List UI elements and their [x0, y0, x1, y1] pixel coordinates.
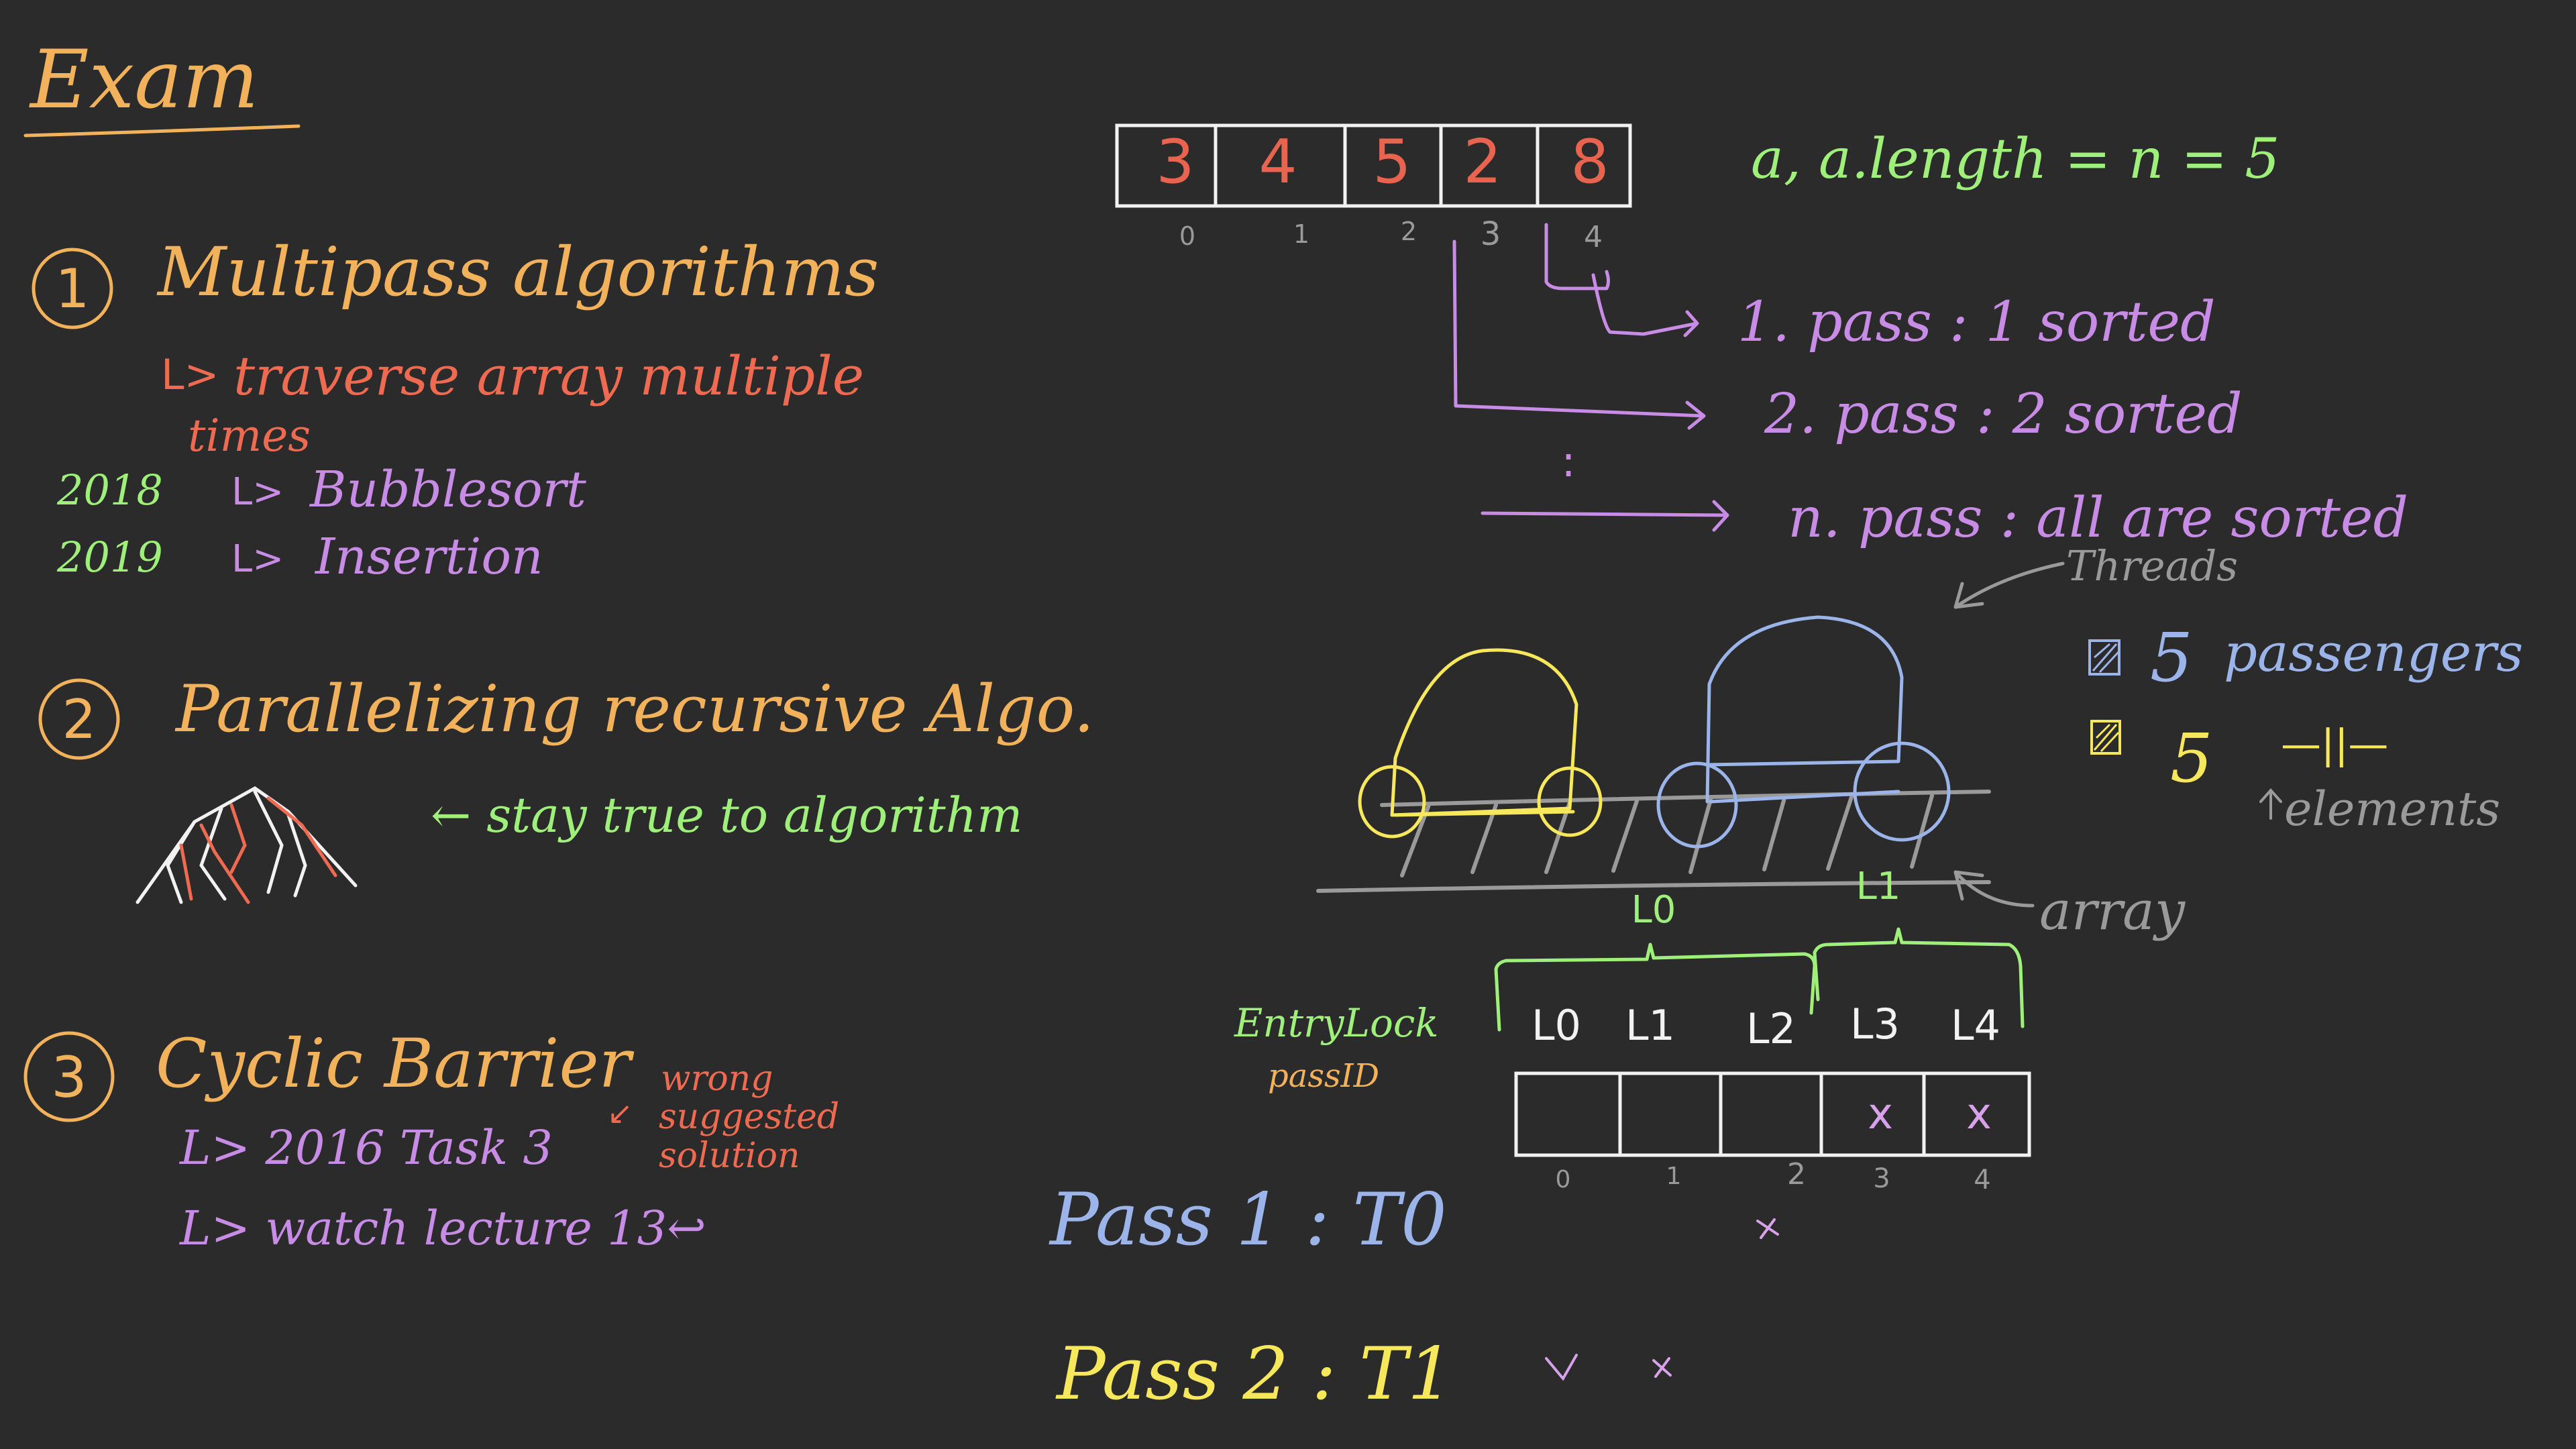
bottom-index-4: 4 — [1974, 1165, 1990, 1195]
item-1-arrow: L> — [231, 470, 284, 514]
section-1-number: 1 — [56, 258, 90, 320]
lock-l2: L2 — [1746, 1004, 1796, 1053]
lock-array: L0 L1 EntryLock passID L0 L1 L2 L3 L4 x … — [1234, 865, 2031, 1195]
bottom-array-frame — [1514, 1071, 2031, 1157]
legend-passengers-label: passengers — [2224, 623, 2523, 684]
yellow-car-wheel-right — [1537, 766, 1603, 837]
section-1-sub-arrow: L> — [161, 350, 219, 399]
group-lock-l1: L1 — [1856, 865, 1901, 908]
track-rail-bottom — [1316, 880, 1991, 893]
item-bubblesort: Bubblesort — [309, 461, 586, 519]
bottom-cell-4: x — [1966, 1089, 1992, 1139]
bottom-cell-3: x — [1868, 1089, 1893, 1139]
top-index-2: 2 — [1401, 217, 1417, 246]
recursion-tree-sketch — [136, 786, 358, 904]
lock-l4: L4 — [1951, 1001, 2000, 1050]
lock-l1: L1 — [1625, 1001, 1675, 1050]
section-3-line1: L> 2016 Task 3 — [178, 1120, 553, 1175]
blue-car-body — [1705, 615, 1904, 804]
section-1-heading: Multipass algorithms — [156, 233, 879, 311]
pass-1-label: 1. pass : 1 sorted — [1737, 290, 2215, 354]
title-group: Exam — [23, 34, 301, 138]
year-2018: 2018 — [56, 466, 163, 515]
pass-2-label: 2. pass : 2 sorted — [1764, 382, 2242, 446]
legend-elements-count: 5 — [2170, 719, 2213, 798]
group-lock-l0: L0 — [1631, 888, 1676, 932]
section-2: 2 Parallelizing recursive Algo. ← stay t… — [38, 672, 1094, 904]
side-note-solution: solution — [659, 1136, 800, 1176]
entry-lock-label: EntryLock — [1234, 1000, 1439, 1046]
yellow-car-body — [1390, 648, 1578, 817]
lock-braces — [1494, 927, 2025, 1032]
section-1-circle — [32, 248, 113, 329]
stray-marks — [1545, 1218, 1779, 1381]
section-2-number: 2 — [62, 688, 97, 751]
ellipsis-dots: : — [1561, 437, 1576, 487]
top-cell-3: 2 — [1463, 127, 1501, 197]
elements-label: elements — [2284, 782, 2500, 837]
top-cell-0: 3 — [1156, 127, 1194, 197]
section-1-sub-line1: traverse array multiple — [233, 345, 864, 407]
side-note-wrong: wrong — [661, 1059, 773, 1099]
yellow-car-wheel-left — [1358, 765, 1426, 839]
item-insertion: Insertion — [314, 528, 543, 586]
top-index-1: 1 — [1293, 219, 1309, 249]
top-index-0: 0 — [1179, 221, 1195, 251]
section-3-line2: L> watch lecture 13↩ — [178, 1201, 706, 1256]
top-index-4: 4 — [1584, 220, 1603, 254]
lock-l0: L0 — [1532, 1001, 1581, 1050]
top-cell-2: 5 — [1373, 127, 1411, 197]
page-title: Exam — [29, 34, 259, 127]
bottom-index-1: 1 — [1666, 1163, 1682, 1190]
top-array-frame — [1115, 123, 1632, 208]
bottom-index-0: 0 — [1556, 1166, 1571, 1193]
section-2-note: ← stay true to algorithm — [431, 787, 1022, 843]
array-length-label: a, a.length = n = 5 — [1751, 127, 2279, 191]
track-ties — [1400, 794, 1934, 877]
section-1-sub-line2: times — [188, 410, 311, 462]
pass-arrows — [1452, 223, 1729, 532]
pass-id-label: passID — [1268, 1057, 1379, 1095]
year-2019: 2019 — [56, 533, 163, 582]
section-3-line1-arrow: ↙ — [607, 1095, 633, 1131]
title-underline — [23, 124, 301, 138]
top-array: 3 4 5 2 8 0 1 2 3 4 a, a.length = n = 5 — [1115, 123, 2279, 254]
pass-2-thread: Pass 2 : T1 — [1055, 1332, 1454, 1416]
legend-elements-ditto: —||— — [2281, 721, 2388, 768]
section-3-number: 3 — [51, 1044, 87, 1110]
top-cell-1: 4 — [1258, 127, 1297, 197]
array-label: array — [2039, 879, 2186, 942]
section-1: 1 Multipass algorithms L> traverse array… — [32, 233, 879, 586]
pass-1-thread: Pass 1 : T0 — [1049, 1178, 1447, 1262]
threads-arrow — [1953, 561, 2065, 609]
section-3: 3 Cyclic Barrier L> 2016 Task 3 ↙ wrong … — [23, 1024, 839, 1256]
blue-sticky-icon — [2088, 639, 2121, 676]
threads-label: Threads — [2066, 541, 2238, 590]
yellow-sticky-icon — [2090, 720, 2121, 755]
top-index-3: 3 — [1481, 215, 1501, 253]
section-3-heading: Cyclic Barrier — [156, 1024, 635, 1103]
section-2-circle — [38, 678, 120, 760]
item-2-arrow: L> — [231, 537, 284, 581]
bottom-index-3: 3 — [1873, 1163, 1890, 1194]
blue-car-wheel-right — [1853, 741, 1951, 842]
lock-l3: L3 — [1850, 1000, 1900, 1049]
top-cell-4: 8 — [1570, 127, 1609, 197]
bottom-index-2: 2 — [1787, 1157, 1806, 1191]
train-sketch — [1316, 615, 1991, 893]
legend: 5 passengers 5 —||— elements — [2088, 619, 2523, 837]
side-note-suggested: suggested — [659, 1097, 839, 1137]
legend-passengers-count: 5 — [2150, 619, 2193, 697]
section-3-circle — [23, 1031, 115, 1122]
section-2-heading: Parallelizing recursive Algo. — [174, 672, 1094, 747]
pass-n-label: n. pass : all are sorted — [1788, 486, 2408, 550]
blue-car-wheel-left — [1656, 761, 1738, 849]
array-arrow — [1953, 870, 2035, 908]
